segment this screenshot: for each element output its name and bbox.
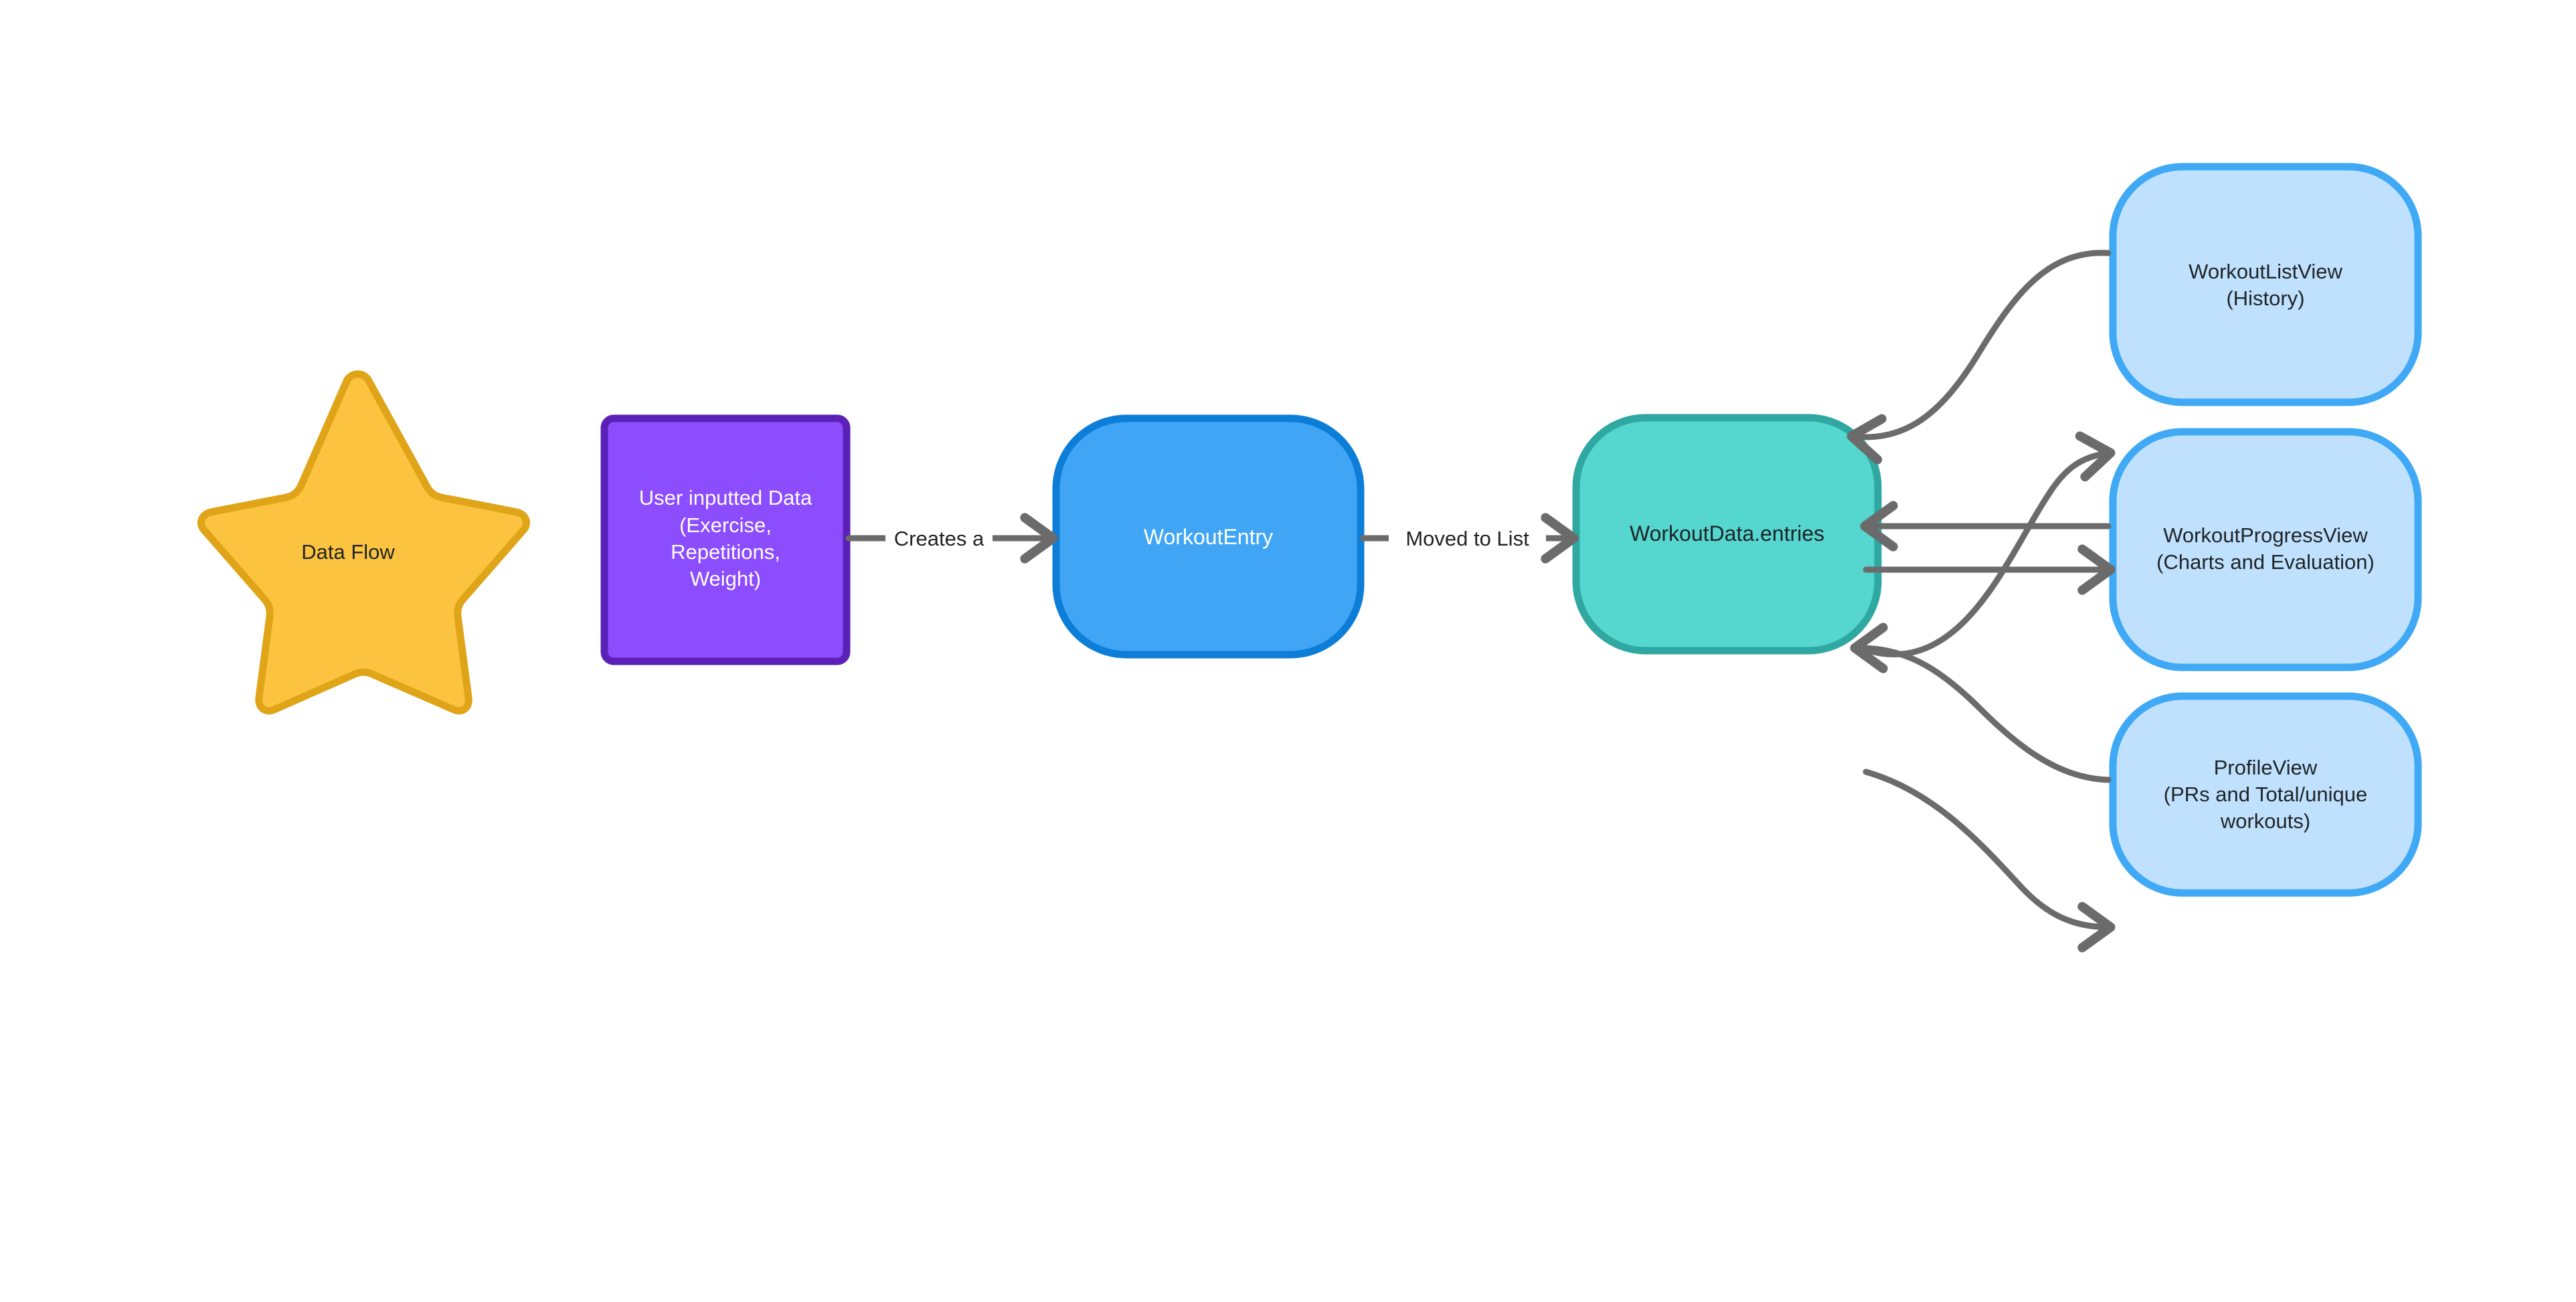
- node-workout-list-view[interactable]: [2109, 163, 2422, 406]
- edge-label-moved-to-list: Moved to List: [1389, 525, 1546, 553]
- edge-listview-to-entries: [1847, 250, 2112, 465]
- node-workout-data-entries[interactable]: [1572, 414, 1882, 655]
- node-workout-progress-view[interactable]: [2109, 428, 2422, 671]
- node-data-flow-star[interactable]: [197, 370, 530, 715]
- node-user-input[interactable]: [600, 414, 851, 665]
- edge-label-creates-a: Creates a: [885, 525, 993, 553]
- edge-profileview-to-entries: [1850, 623, 2112, 783]
- edge-entries-to-listview: [1859, 431, 2116, 657]
- edge-entries-to-profileview: [1863, 768, 2116, 953]
- node-profile-view[interactable]: [2109, 692, 2422, 897]
- node-workout-entry[interactable]: [1052, 414, 1365, 659]
